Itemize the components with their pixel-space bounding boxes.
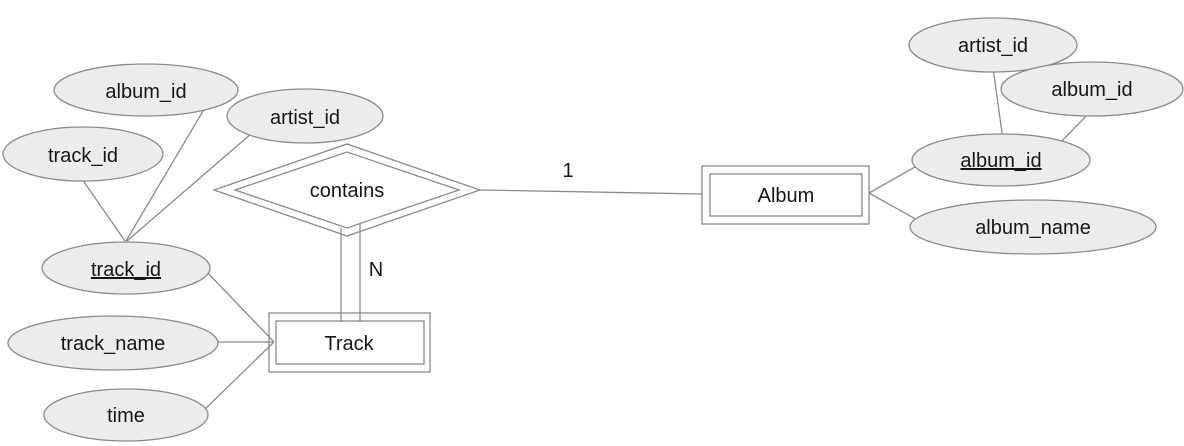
attribute-track-name — [7, 315, 219, 371]
attribute-ellipse — [226, 88, 384, 144]
attribute-album-artist-id — [908, 17, 1078, 73]
line-album-to-album-key — [868, 162, 923, 194]
line-album-id-to-track-key — [125, 105, 207, 242]
attribute-time — [43, 388, 209, 442]
attribute-ellipse — [41, 241, 211, 295]
attribute-album-id-component — [1000, 61, 1184, 117]
entity-label-track: Track — [324, 333, 374, 355]
line-artist-id-to-album-key — [992, 67, 1004, 141]
relationship-label-contains: contains — [310, 180, 385, 202]
attribute-track-artist-id — [226, 88, 384, 144]
attribute-ellipse — [53, 63, 239, 117]
attribute-ellipse — [43, 388, 209, 442]
entity-label-album: Album — [758, 185, 815, 207]
attribute-album-id-key — [911, 133, 1091, 187]
attribute-label-track-id-component: track_id — [48, 145, 118, 167]
attribute-ellipse — [911, 133, 1091, 187]
entity-track — [268, 312, 431, 373]
attribute-label-time: time — [107, 405, 145, 427]
attribute-album-name — [909, 199, 1157, 255]
attribute-label-track-id-key: track_id — [91, 259, 161, 281]
connectors — [81, 67, 1091, 414]
line-track-key-to-track — [204, 269, 275, 343]
entity-track-inner-border — [275, 320, 425, 365]
attribute-ellipse — [2, 126, 164, 182]
attribute-track-id-key — [41, 241, 211, 295]
attribute-track-album-id — [53, 63, 239, 117]
line-track-id-to-track-key — [81, 178, 126, 242]
cardinality-label-one: 1 — [562, 160, 573, 182]
attribute-label-album-name: album_name — [975, 217, 1091, 239]
attribute-label-album-id: album_id — [105, 81, 186, 103]
attribute-ellipse — [908, 17, 1078, 73]
line-artist-id-to-track-key — [126, 132, 253, 242]
line-album-id-to-album-key — [1059, 111, 1091, 144]
attribute-ellipse — [1000, 61, 1184, 117]
line-time-to-track — [200, 341, 275, 414]
cardinality-label-n: N — [369, 259, 383, 281]
attribute-ellipse — [909, 199, 1157, 255]
attribute-label-album-artist-id: artist_id — [958, 35, 1028, 57]
attribute-label-album-id-component: album_id — [1051, 79, 1132, 101]
attribute-label-album-id-key: album_id — [960, 150, 1041, 172]
attribute-label-track-name: track_name — [61, 333, 166, 355]
entity-album-inner-border — [709, 173, 863, 217]
entity-album — [701, 165, 870, 225]
relationship-inner-diamond — [232, 151, 462, 229]
attribute-track-track-id-component — [2, 126, 164, 182]
attribute-ellipse — [7, 315, 219, 371]
line-contains-to-album — [479, 189, 703, 195]
attribute-label-artist-id: artist_id — [270, 107, 340, 129]
